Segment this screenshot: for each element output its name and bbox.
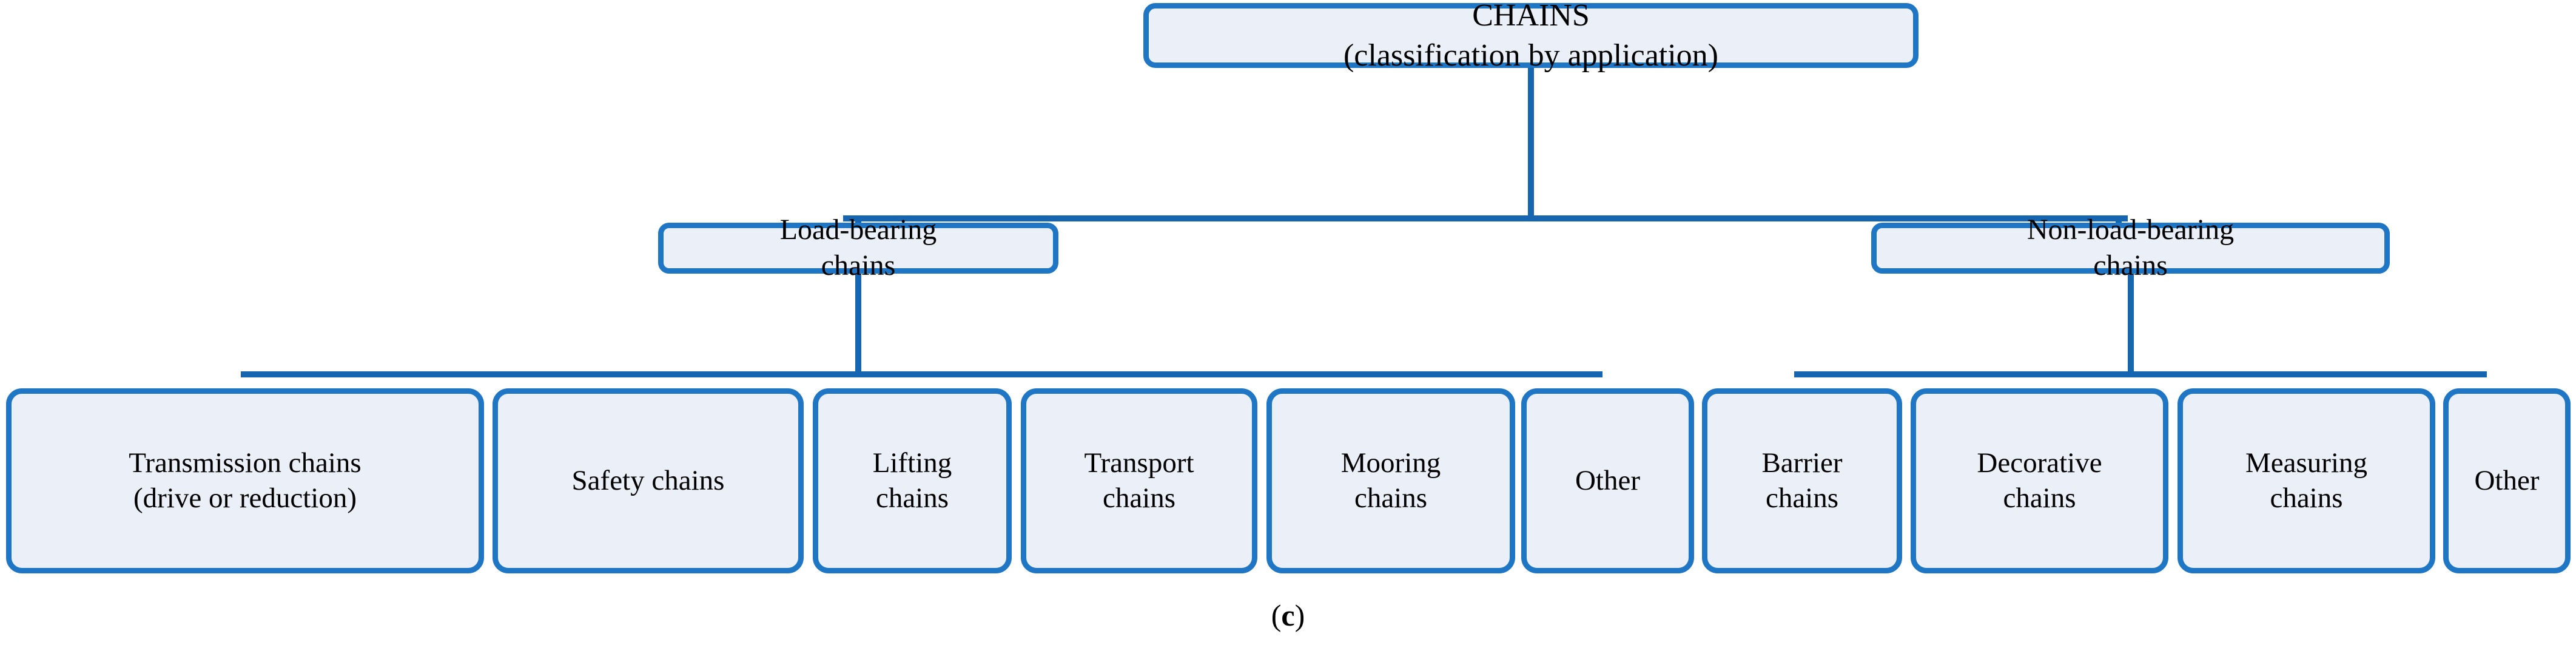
node-measuring-chains[interactable]: Measuring chains (2177, 388, 2435, 573)
node-decorative-chains-text: Decorative chains (1916, 446, 2163, 516)
node-mooring-chains[interactable]: Mooring chains (1266, 388, 1515, 573)
node-transport-chains-text: Transport chains (1026, 446, 1252, 516)
figure-caption-prefix: ( (1271, 598, 1282, 632)
node-transport-chains-line1: Transport (1084, 447, 1194, 479)
node-chains-root[interactable]: CHAINS (classification by application) (1143, 0, 1919, 73)
node-measuring-chains-text: Measuring chains (2183, 446, 2430, 516)
connector-stem-non-load-bearing (2128, 273, 2134, 373)
node-non-load-bearing-chains[interactable]: Non-load-bearing chains (1871, 214, 2390, 282)
node-decorative-chains-line1: Decorative (1977, 447, 2102, 479)
node-other-load-bearing[interactable]: Other (1521, 388, 1694, 573)
node-safety-chains-line1: Safety chains (571, 464, 725, 496)
node-transmission-chains-line2: (drive or reduction) (133, 482, 357, 514)
node-decorative-chains[interactable]: Decorative chains (1911, 388, 2168, 573)
node-transport-chains[interactable]: Transport chains (1021, 388, 1257, 573)
node-other-load-bearing-line1: Other (1575, 464, 1640, 496)
node-barrier-chains-text: Barrier chains (1707, 446, 1897, 516)
node-other-non-load-bearing[interactable]: Other (2443, 388, 2571, 573)
node-safety-chains-text: Safety chains (498, 464, 798, 498)
node-load-bearing-chains-text: Load-bearing chains (664, 212, 1053, 283)
connector-stem-load-bearing (855, 273, 861, 373)
node-load-bearing-chains[interactable]: Load-bearing chains (658, 214, 1058, 282)
connector-drop-load-bearing (855, 215, 861, 228)
node-lifting-chains-line2: chains (875, 482, 949, 514)
node-mooring-chains-line1: Mooring (1340, 447, 1441, 479)
node-transmission-chains[interactable]: Transmission chains (drive or reduction) (6, 388, 484, 573)
node-mooring-chains-text: Mooring chains (1272, 446, 1510, 516)
node-transport-chains-line2: chains (1102, 482, 1176, 514)
node-load-bearing-chains-line2: chains (821, 249, 896, 282)
node-barrier-chains[interactable]: Barrier chains (1702, 388, 1902, 573)
node-mooring-chains-line2: chains (1354, 482, 1428, 514)
figure-caption-letter: c (1281, 598, 1295, 632)
node-other-non-load-bearing-text: Other (2449, 464, 2565, 498)
node-decorative-chains-line2: chains (2003, 482, 2076, 514)
connector-right-group-bus (1794, 371, 2487, 377)
node-chains-root-line2: (classification by application) (1343, 38, 1718, 73)
node-transmission-chains-text: Transmission chains (drive or reduction) (12, 446, 479, 516)
node-lifting-chains[interactable]: Lifting chains (813, 388, 1012, 573)
connector-root-stem (1528, 66, 1534, 220)
node-measuring-chains-line1: Measuring (2245, 447, 2367, 479)
node-non-load-bearing-chains-text: Non-load-bearing chains (1877, 212, 2384, 283)
node-safety-chains[interactable]: Safety chains (493, 388, 804, 573)
node-other-load-bearing-text: Other (1527, 464, 1689, 498)
node-non-load-bearing-chains-line1: Non-load-bearing (2026, 214, 2235, 246)
node-lifting-chains-text: Lifting chains (818, 446, 1006, 516)
node-barrier-chains-line1: Barrier (1761, 447, 1843, 479)
node-non-load-bearing-chains-line2: chains (2093, 249, 2168, 282)
node-load-bearing-chains-line1: Load-bearing (779, 214, 937, 246)
node-barrier-chains-line2: chains (1765, 482, 1839, 514)
node-measuring-chains-line2: chains (2270, 482, 2343, 514)
figure-caption-suffix: ) (1294, 598, 1305, 632)
connector-drop-non-load-bearing (2116, 215, 2122, 228)
figure-caption: (c) (0, 598, 2576, 633)
node-lifting-chains-line1: Lifting (872, 447, 952, 479)
connector-level2-bus (843, 215, 2128, 221)
connector-left-group-bus (241, 371, 1602, 377)
node-other-non-load-bearing-line1: Other (2474, 464, 2540, 496)
node-chains-root-text: CHAINS (classification by application) (1149, 0, 1913, 75)
node-transmission-chains-line1: Transmission chains (129, 447, 362, 479)
node-chains-root-line1: CHAINS (1472, 0, 1590, 33)
